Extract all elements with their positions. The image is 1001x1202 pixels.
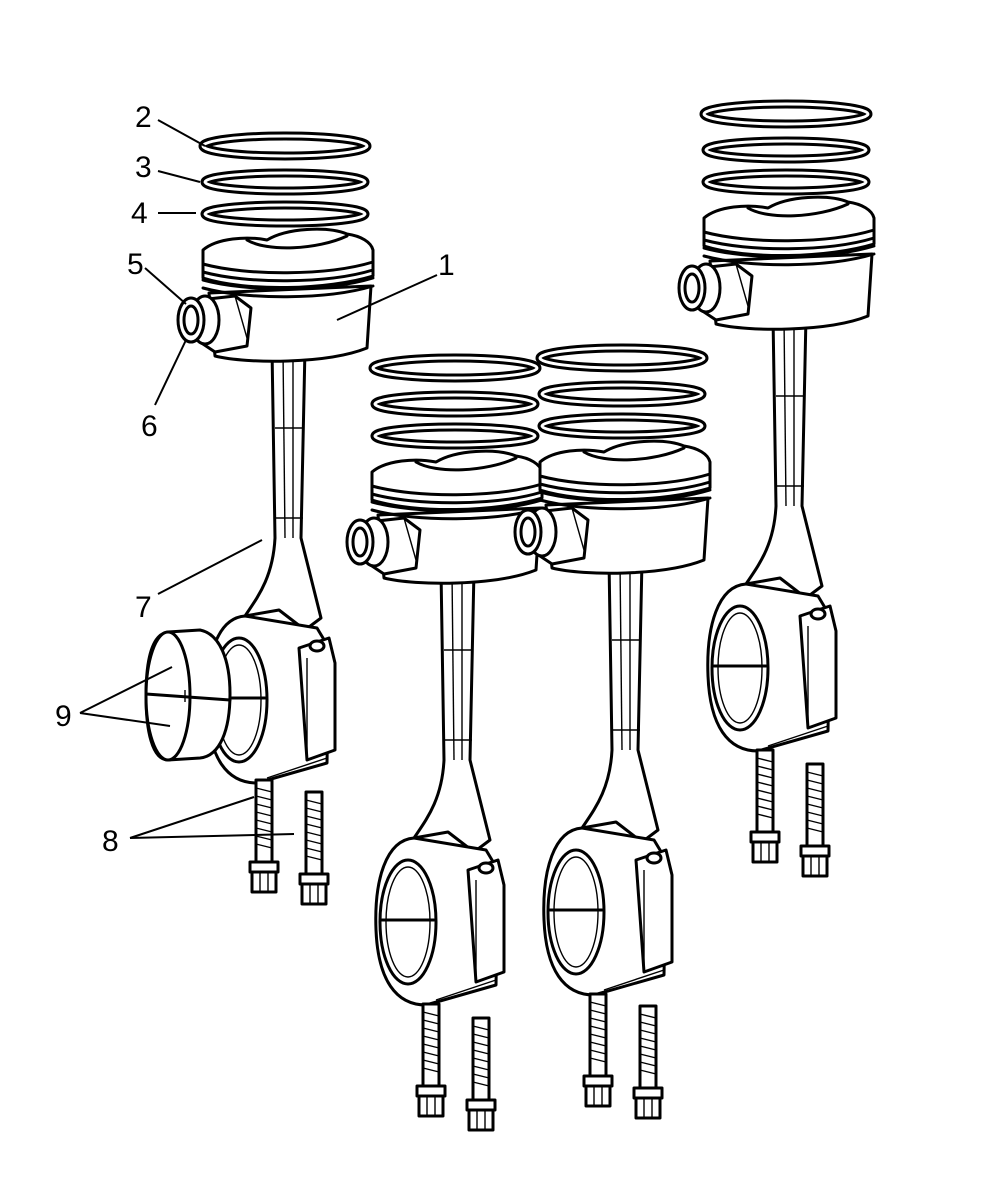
rod-bolt-2b (465, 1016, 497, 1132)
piston-ring-set-3 (540, 348, 704, 435)
callout-rod-bearings: 9 (55, 700, 72, 733)
rod-bolt-3b (632, 1004, 664, 1120)
rod-bolt-2a (415, 1002, 447, 1118)
callout-oil-ring: 4 (131, 197, 148, 230)
rod-bearing-shells (144, 628, 232, 762)
piston-assembly-2 (345, 449, 544, 1007)
callout-pin-clip: 5 (127, 248, 144, 281)
callout-piston-pin: 6 (141, 410, 158, 443)
callout-top-ring: 2 (135, 101, 152, 134)
piston-assembly-3 (513, 439, 712, 997)
rod-bolt-1a (248, 778, 280, 894)
piston-ring-set-1 (203, 136, 367, 223)
callout-second-ring: 3 (135, 151, 152, 184)
rod-bolt-4a (749, 748, 781, 864)
rod-bolt-4b (799, 762, 831, 878)
callout-rod-bolts: 8 (102, 825, 119, 858)
rod-bolt-3a (582, 992, 614, 1108)
rod-bolt-1b (298, 790, 330, 906)
piston-ring-set-2 (373, 358, 537, 445)
piston-ring-set-4 (704, 104, 868, 191)
leader-lines (79, 119, 438, 839)
callout-connecting-rod: 7 (135, 591, 152, 624)
callout-piston: 1 (438, 249, 455, 282)
